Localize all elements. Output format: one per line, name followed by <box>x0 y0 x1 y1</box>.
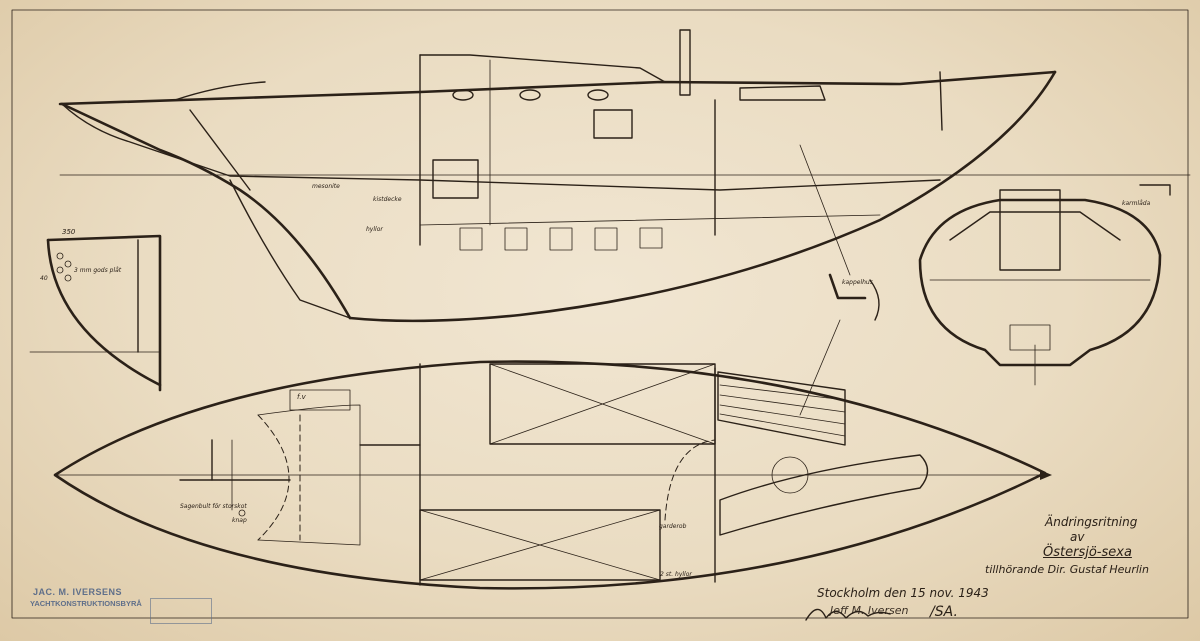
label-knap: knap <box>232 517 247 524</box>
label-dim-40: 40 <box>40 275 48 282</box>
title-line-2: av <box>1070 530 1085 544</box>
deckhouse-aft <box>739 85 826 101</box>
title-line-4: tillhörande Dir. Gustaf Heurlin <box>985 563 1149 576</box>
sheer-line <box>58 70 1057 106</box>
tiller <box>189 109 251 191</box>
leader-line-1 <box>799 144 851 276</box>
fv-box <box>289 389 351 411</box>
firm-stamp-line-1: JAC. M. IVERSENS <box>33 587 123 597</box>
label-fv: f.v <box>297 393 307 401</box>
label-hyllor-bottom: 2 st. hyllor <box>660 571 692 578</box>
hatch-circle <box>771 456 809 494</box>
boom-gallows <box>174 81 266 101</box>
label-kappelhus: kappelhus <box>842 279 873 286</box>
label-kistdecke: kistdecke <box>373 196 402 203</box>
label-hyllor-top: hyllor <box>366 226 383 233</box>
label-karmlada: karmlåda <box>1122 200 1151 207</box>
panel-door-2 <box>432 159 479 199</box>
label-dim-350: 350 <box>62 228 76 236</box>
archive-stamp <box>150 598 212 624</box>
panel-door <box>593 109 633 139</box>
stern-detail: 350 40 3 mm gods plåt <box>29 228 162 392</box>
title-line-1: Ändringsritning <box>1045 515 1138 529</box>
title-line-3: Östersjö-sexa <box>1043 545 1132 560</box>
floorboards <box>419 214 881 251</box>
firm-stamp-line-2: YACHTKONSTRUKTIONSBYRÅ <box>30 599 142 608</box>
bow-fitting <box>1040 470 1052 480</box>
initials: /SA. <box>930 604 958 620</box>
porthole-1 <box>452 89 474 101</box>
stern-post <box>939 71 943 131</box>
label-sagenbult: Sagenbult för storskot <box>180 503 247 510</box>
midship-section: karmlåda <box>918 184 1171 386</box>
leader-line-2 <box>799 319 841 416</box>
label-garderob: garderob <box>659 523 687 530</box>
sheet-border <box>11 9 1189 619</box>
porthole-2 <box>519 89 541 101</box>
hull-bottom-aft <box>348 70 1057 323</box>
place-date: Stockholm den 15 nov. 1943 <box>817 586 989 600</box>
signature: Jeff M. Iversen <box>830 604 909 617</box>
berth-starboard <box>419 509 661 581</box>
cockpit-grating <box>717 371 846 446</box>
berth-port <box>489 363 716 445</box>
hull-stern-keel <box>60 102 352 320</box>
profile-view: mesonite kistdecke hyllor <box>58 29 1191 323</box>
cabin-roof <box>419 54 666 83</box>
deck-line <box>61 103 941 191</box>
keel-profile <box>229 179 351 319</box>
signature-scribble <box>805 608 891 621</box>
cockpit-seat <box>719 454 929 536</box>
label-plat: 3 mm gods plåt <box>74 267 122 274</box>
plan-view: f.v Sagenbult för storskot knap garderob… <box>53 319 1052 590</box>
label-mesonite: mesonite <box>312 183 340 190</box>
mast-stub <box>679 29 691 96</box>
porthole-3 <box>587 89 609 101</box>
kappelhus-detail: kappelhus <box>828 273 880 321</box>
